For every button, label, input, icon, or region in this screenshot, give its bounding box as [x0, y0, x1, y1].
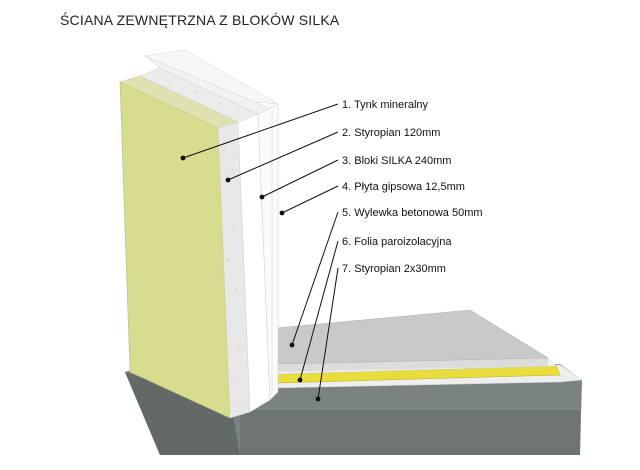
label-vapour-barrier: 6. Folia paroizolacyjna [342, 236, 452, 248]
label-styrofoam-120: 2. Styropian 120mm [342, 127, 440, 139]
label-mineral-render: 1. Tynk mineralny [342, 99, 429, 111]
label-concrete-screed: 5. Wylewka betonowa 50mm [342, 207, 483, 219]
label-gypsum-board: 4. Płyta gipsowa 12,5mm [342, 181, 465, 193]
leader-dots [180, 155, 321, 402]
layer-labels: 1. Tynk mineralny 2. Styropian 120mm 3. … [342, 99, 483, 275]
diagram-title: ŚCIANA ZEWNĘTRZNA Z BLOKÓW SILKA [60, 12, 340, 28]
wall-layers [119, 49, 279, 419]
leader-lines [182, 103, 339, 400]
floor-layers [271, 309, 583, 389]
styrofoam-texture [159, 75, 241, 401]
label-styrofoam-2x30: 7. Styropian 2x30mm [342, 263, 446, 275]
label-silka-blocks: 3. Bloki SILKA 240mm [342, 155, 451, 167]
